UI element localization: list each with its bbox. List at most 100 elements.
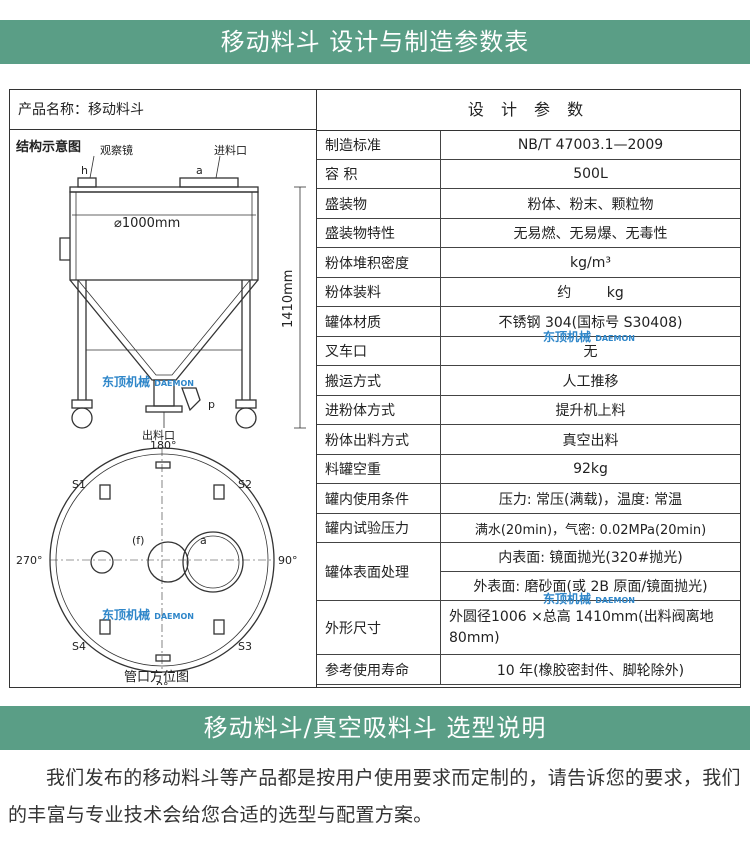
watermark-left-1: 东顶机械 DAEMON (102, 373, 194, 390)
param-value: NB/T 47003.1—2009 (517, 137, 664, 153)
description: 我们发布的移动料斗等产品都是按用户使用要求而定制的，请告诉您的要求，我们的丰富与… (0, 760, 750, 834)
watermark-right-2: 东顶机械 DAEMON (543, 590, 635, 607)
watermark-name: 东顶机械 (543, 592, 592, 606)
sight-glass-fitting (77, 177, 97, 188)
watermark-en: DAEMON (595, 334, 635, 343)
param-label: 盛装物 (317, 189, 441, 218)
param-value: 真空出料 (562, 432, 619, 449)
param-value: 无易燃、无易爆、无毒性 (513, 226, 668, 242)
hopper-cylinder (69, 191, 259, 281)
param-label: 容 积 (317, 160, 441, 188)
height-label: 1410mm (281, 270, 296, 328)
table-row: 粉体出料方式真空出料 (317, 425, 740, 455)
table-row: 容 积 500L (317, 160, 740, 189)
description-text: 我们发布的移动料斗等产品都是按用户使用要求而定制的，请告诉您的要求，我们的丰富与… (8, 767, 741, 826)
label-s3: S3 (238, 640, 252, 653)
orientation-caption: 管口方位图 (124, 670, 190, 685)
param-label: 粉体堆积密度 (317, 248, 441, 277)
param-label: 罐内试验压力 (317, 514, 441, 542)
watermark-name: 东顶机械 (102, 608, 151, 622)
table-row: 制造标准 NB/T 47003.1—2009 (317, 131, 740, 160)
param-label: 制造标准 (317, 131, 441, 159)
table-row: 粉体堆积密度 kg/m³ (317, 248, 740, 278)
param-label: 罐内使用条件 (317, 484, 441, 513)
bottom-banner-title: 移动料斗/真空吸料斗 选型说明 (203, 714, 547, 742)
label-s4: S4 (72, 640, 86, 653)
table-row: 料罐空重 92kg (317, 455, 740, 484)
caster-right (235, 407, 257, 429)
watermark-en: DAEMON (154, 612, 194, 621)
param-value: 10 年(橡胶密封件、脚轮除外) (496, 662, 685, 679)
table-row: 搬运方式 人工推移 (317, 366, 740, 396)
param-label: 叉车口 (317, 337, 441, 365)
deg-0: 0° (156, 680, 169, 685)
param-value: 内表面: 镜面抛光(320#抛光) 外表面: 磨砂面(或 2B 原面/镜面抛光) (441, 543, 740, 600)
params-header: 设 计 参 数 (317, 90, 740, 131)
table-row: 罐体材质 不锈钢 304(国标号 S30408) (317, 307, 740, 337)
deg-180: 180° (150, 439, 177, 452)
param-label: 进粉体方式 (317, 396, 441, 424)
param-value: 压力: 常压(满载)，温度: 常温 (498, 491, 683, 508)
parameter-table: 设 计 参 数 制造标准 NB/T 47003.1—2009 容 积 500L 盛装… (317, 90, 740, 685)
table-row: 外形尺寸外圆径1006 ×总高 1410mm(出料阀离地 80mm) (317, 601, 740, 655)
param-label: 外形尺寸 (317, 601, 441, 654)
bottom-banner: 移动料斗/真空吸料斗 选型说明 (0, 706, 750, 750)
watermark-en: DAEMON (154, 379, 194, 388)
param-value: 92kg (573, 461, 608, 477)
param-value: 满水(20min)，气密: 0.02MPa(20min) (474, 522, 707, 538)
watermark-right-1: 东顶机械 DAEMON (543, 328, 635, 345)
hopper-diagram: 观察镜 进料口 h a ⌀1000mm 1410mm p 出料口 (16, 143, 306, 685)
caster-left (71, 407, 93, 429)
hopper-top-rim (69, 186, 259, 193)
param-value: 粉体、粉末、颗粒物 (527, 196, 654, 213)
watermark-en: DAEMON (595, 596, 635, 605)
mark-h: h (81, 164, 88, 177)
outlet-label: 出料口 (142, 428, 175, 442)
label-a: a (200, 534, 207, 547)
nozzle-h (90, 550, 114, 574)
nozzle-a (182, 531, 244, 593)
mark-p: p (208, 398, 215, 411)
table-row: 参考使用寿命 10 年(橡胶密封件、脚轮除外) (317, 655, 740, 685)
label-s2: S2 (238, 478, 252, 491)
param-value: 提升机上料 (555, 403, 626, 419)
table-row: 粉体装料 约 kg (317, 278, 740, 307)
mark-a: a (196, 164, 203, 177)
param-label: 罐体材质 (317, 307, 441, 336)
handle (59, 237, 70, 261)
table-row: 盛装物特性 无易燃、无易爆、无毒性 (317, 219, 740, 248)
product-name: 产品名称：移动料斗 (10, 90, 316, 130)
param-value: 人工推移 (562, 373, 619, 390)
table-row: 罐内使用条件 压力: 常压(满载)，温度: 常温 (317, 484, 740, 514)
deg-270: 270° (16, 554, 43, 567)
table-row: 罐体表面处理 内表面: 镜面抛光(320#抛光) 外表面: 磨砂面(或 2B 原… (317, 543, 740, 601)
table-row: 进粉体方式 提升机上料 (317, 396, 740, 425)
top-banner-title: 移动料斗 设计与制造参数表 (220, 28, 530, 56)
hopper-cone (69, 279, 259, 381)
label-s1: S1 (72, 478, 86, 491)
watermark-name: 东顶机械 (102, 375, 151, 389)
param-label: 盛装物特性 (317, 219, 441, 247)
sight-glass-label: 观察镜 (100, 143, 133, 157)
param-label: 料罐空重 (317, 455, 441, 483)
param-label: 粉体装料 (317, 278, 441, 306)
outer-surface-value: 外表面: 磨砂面(或 2B 原面/镜面抛光) (473, 579, 708, 595)
param-label: 参考使用寿命 (317, 655, 441, 684)
schematic-pane: 产品名称：移动料斗 结构示意图 (10, 90, 317, 687)
top-banner: 移动料斗 设计与制造参数表 (0, 20, 750, 64)
inlet-label: 进料口 (214, 143, 247, 157)
inlet-fitting (179, 177, 239, 188)
parameter-sheet: 产品名称：移动料斗 结构示意图 (9, 89, 741, 688)
param-label: 搬运方式 (317, 366, 441, 395)
param-value: 约 kg (557, 285, 624, 301)
param-value: 不锈钢 304(国标号 S30408) (498, 314, 683, 331)
param-value: 外圆径1006 ×总高 1410mm(出料阀离地 80mm) (449, 608, 714, 646)
table-row: 罐内试验压力 满水(20min)，气密: 0.02MPa(20min) (317, 514, 740, 543)
watermark-left-2: 东顶机械 DAEMON (102, 606, 194, 623)
inner-surface-value: 内表面: 镜面抛光(320#抛光) (441, 543, 740, 572)
watermark-name: 东顶机械 (543, 330, 592, 344)
deg-90: 90° (278, 554, 298, 567)
nozzle-f (147, 541, 189, 583)
param-value: 500L (573, 166, 608, 182)
param-value: kg/m³ (570, 254, 611, 271)
